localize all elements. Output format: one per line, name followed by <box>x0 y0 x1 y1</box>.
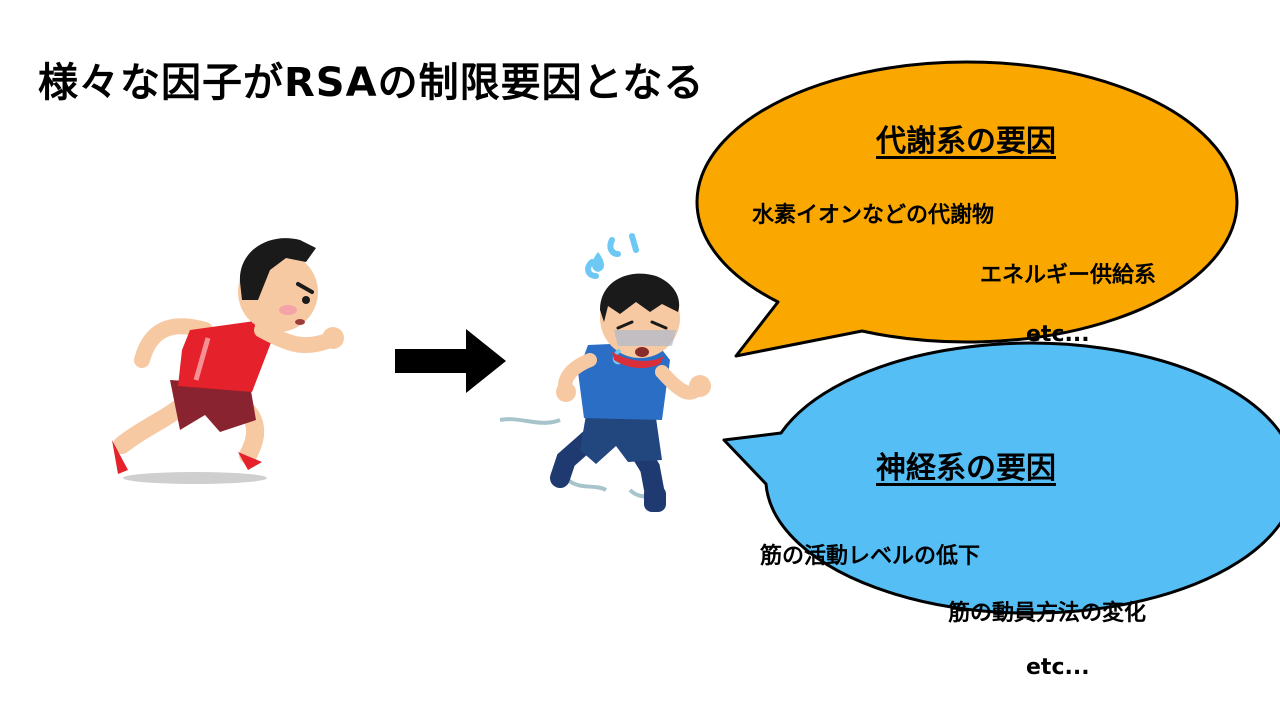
metabolic-bubble-shape <box>695 60 1239 358</box>
neural-item-2: 筋の動員方法の変化 <box>948 601 1147 626</box>
metabolic-item-etc: etc... <box>1026 322 1090 347</box>
neural-bubble-shape <box>722 341 1280 615</box>
metabolic-title: 代謝系の要因 <box>876 124 1056 159</box>
neural-item-etc: etc... <box>1026 655 1090 680</box>
metabolic-item-1: 水素イオンなどの代謝物 <box>752 203 995 228</box>
neural-item-1: 筋の活動レベルの低下 <box>760 544 981 569</box>
slide-title: 様々な因子がRSAの制限要因となる <box>38 60 705 106</box>
metabolic-item-2: エネルギー供給系 <box>980 263 1157 288</box>
neural-title: 神経系の要因 <box>876 451 1056 486</box>
